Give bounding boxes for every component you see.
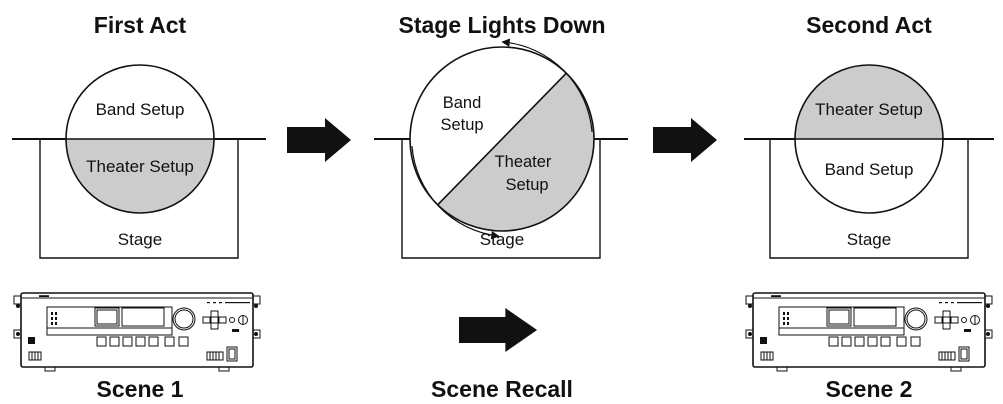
upper-setup-label: Theater Setup (815, 100, 923, 119)
stage-pit-outline (401, 139, 601, 259)
stage-divider-line (437, 72, 567, 206)
shaded-half (437, 73, 595, 232)
stage-label: Stage (480, 230, 524, 249)
lower-setup-label: Theater Setup (86, 157, 194, 176)
panel-stage-lights-down: Stage Lights Down Band Setup Theater Set… (374, 12, 628, 259)
rotating-stage-outline (409, 46, 595, 232)
panel-first-act: First Act Band Setup Theater Setup Stage (12, 12, 266, 259)
scene1-label: Scene 1 (97, 376, 184, 402)
curved-arrow-icon (501, 38, 593, 133)
stage-label: Stage (847, 230, 891, 249)
stage-pit-outline (769, 139, 969, 259)
lower-setup-label-line1: Theater (495, 153, 552, 171)
first-act-title: First Act (94, 12, 187, 38)
right-arrow-icon (653, 118, 717, 162)
curved-arrow-icon (411, 145, 500, 240)
scene2-label: Scene 2 (826, 376, 913, 402)
right-arrow-icon (287, 118, 351, 162)
stage-label: Stage (118, 230, 162, 249)
rack-mixer-device-icon (13, 292, 261, 372)
scene-recall-label: Scene Recall (431, 376, 573, 402)
lower-setup-label: Band Setup (825, 160, 914, 179)
right-arrow-icon (458, 308, 538, 352)
upper-setup-label-line2: Setup (440, 116, 483, 134)
upper-setup-label: Band Setup (96, 100, 185, 119)
stage-pit-outline (39, 139, 239, 259)
lights-down-title: Stage Lights Down (399, 12, 606, 38)
shaded-half (795, 65, 943, 139)
second-act-title: Second Act (806, 12, 932, 38)
panel-second-act: Second Act Theater Setup Band Setup Stag… (744, 12, 994, 259)
upper-setup-label-line1: Band (443, 94, 482, 112)
rack-mixer-device-icon (745, 292, 993, 372)
lower-setup-label-line2: Setup (505, 176, 548, 194)
shaded-half (66, 139, 214, 213)
